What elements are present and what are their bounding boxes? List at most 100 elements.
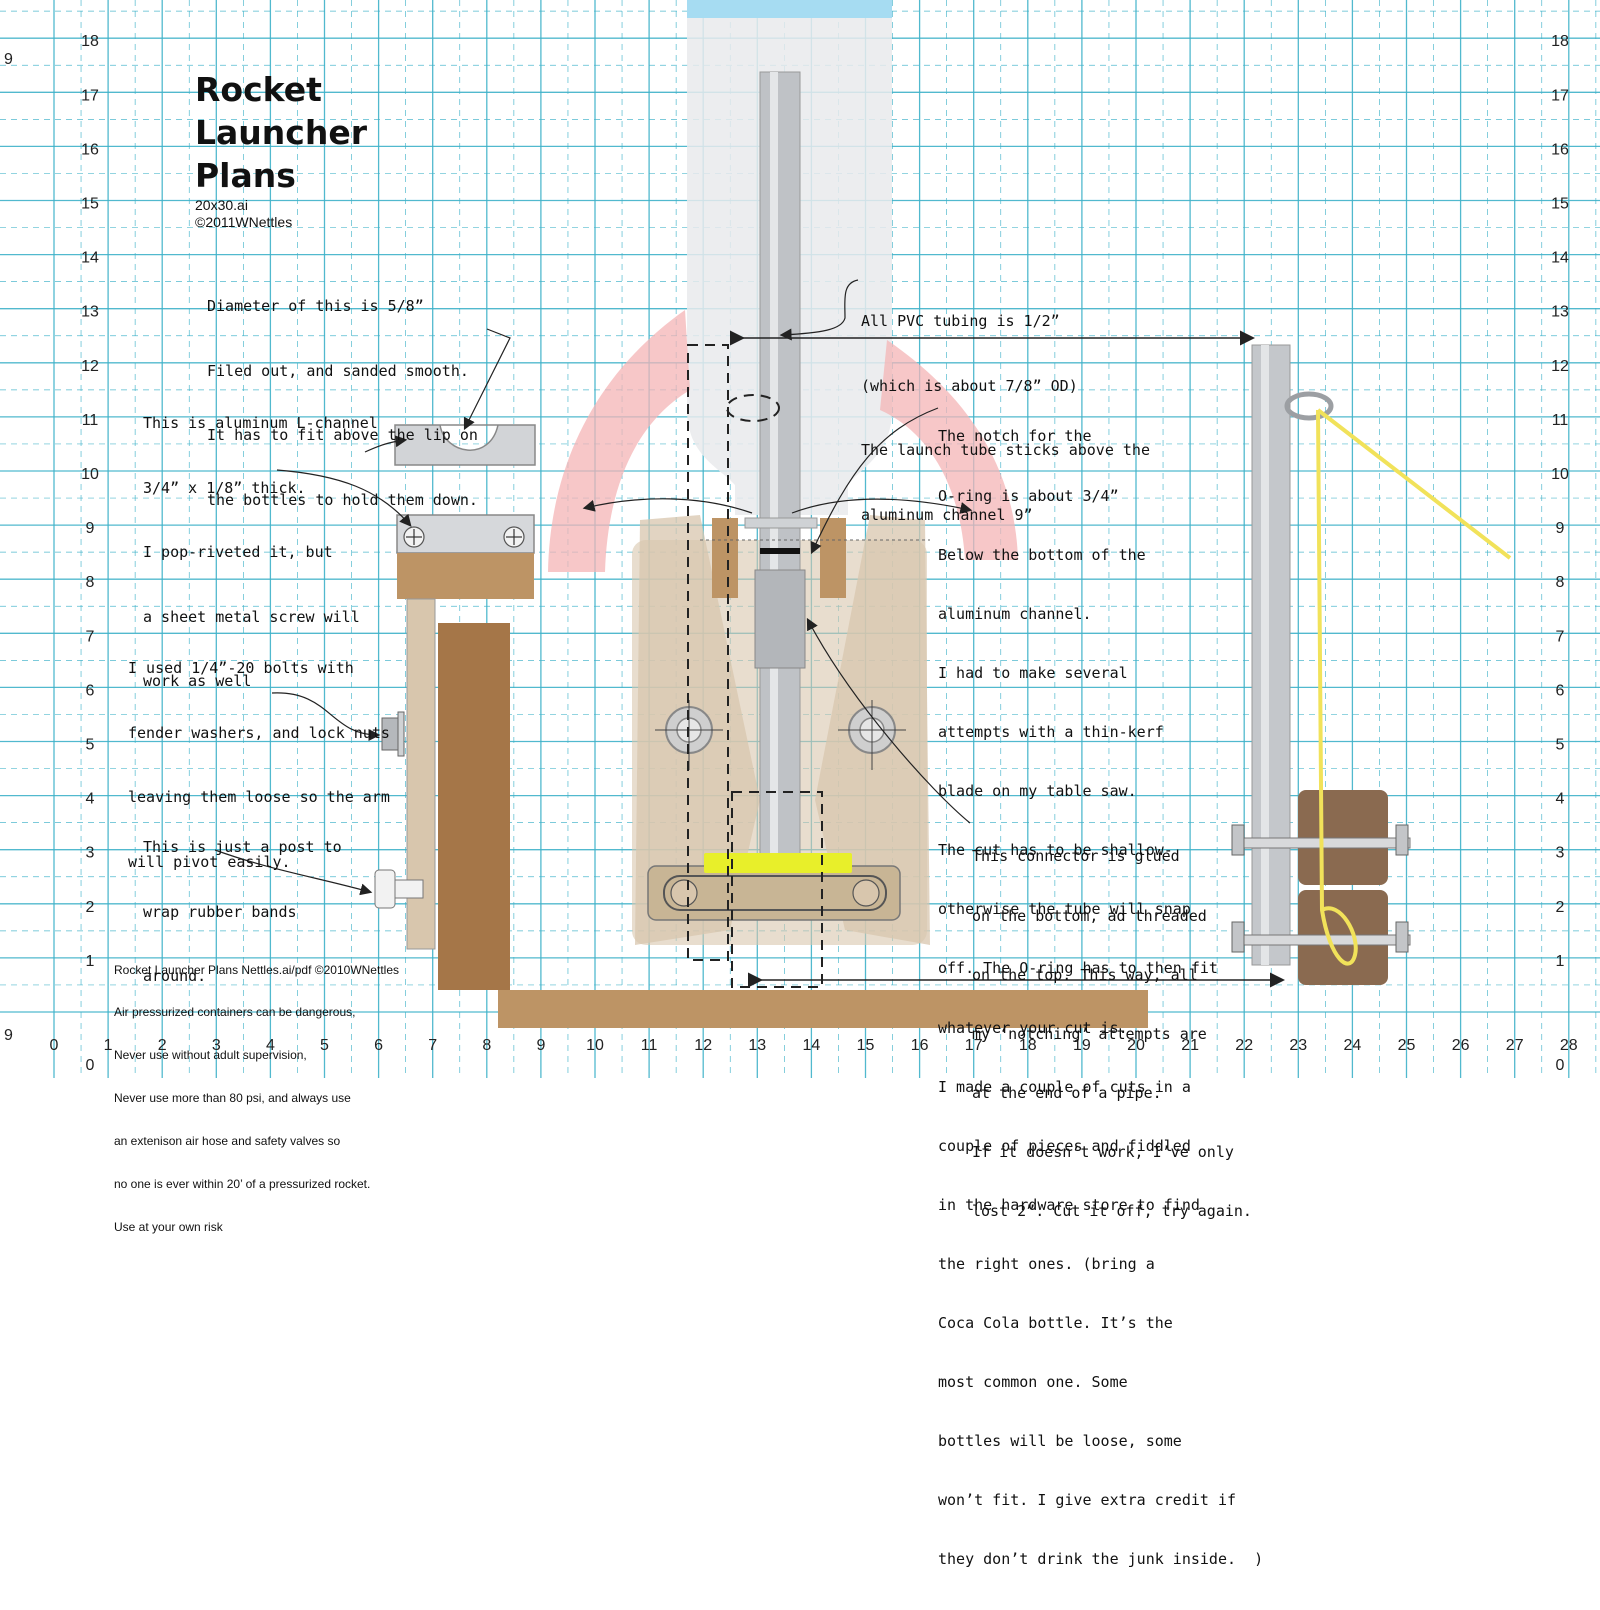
y-tick-label-left: 12 — [81, 358, 99, 375]
y-tick-label-right: 8 — [1556, 574, 1565, 591]
x-tick-label: 27 — [1506, 1037, 1524, 1054]
y-tick-label-left: 8 — [86, 574, 95, 591]
x-tick-label: 26 — [1452, 1037, 1470, 1054]
rivet-left — [403, 526, 425, 548]
launch-tube-highlight — [770, 72, 778, 872]
aluminum-channel-top — [744, 517, 818, 529]
y-tick-label-left: 13 — [81, 304, 99, 321]
y-tick-label-left: 17 — [81, 87, 99, 104]
corner-label-right: 0 — [1556, 1057, 1565, 1074]
copyright: ©2011WNettles — [195, 214, 293, 230]
x-tick-label: 8 — [482, 1037, 491, 1054]
file-name: 20x30.ai — [195, 197, 248, 213]
note-diameter: Diameter of this is 5/8” Filed out, and … — [207, 297, 478, 509]
title-line-3: Plans — [195, 156, 296, 195]
safety-warning: Rocket Launcher Plans Nettles.ai/pdf ©20… — [114, 962, 399, 1234]
pull-ring — [1284, 391, 1334, 421]
x-tick-label: 10 — [586, 1037, 604, 1054]
x-tick-label: 11 — [641, 1037, 658, 1054]
base-board — [498, 990, 1148, 1028]
rivet-right — [503, 526, 525, 548]
y-tick-label-left: 16 — [81, 141, 99, 158]
note-post: This is just a post to wrap rubber bands… — [143, 838, 342, 985]
x-tick-label: 23 — [1289, 1037, 1307, 1054]
trigger-yellow-bar — [704, 853, 852, 873]
corner-label-left: 0 — [86, 1057, 95, 1074]
x-tick-label: 0 — [50, 1037, 59, 1054]
y-tick-label-left: 5 — [86, 737, 95, 754]
pull-string — [1316, 408, 1512, 966]
y-tick-label-left: 1 — [86, 953, 95, 970]
arm-top-wood-block — [397, 553, 534, 599]
note-pvc: All PVC tubing is 1/2” (which is about 7… — [861, 312, 1150, 524]
x-tick-label: 7 — [428, 1037, 437, 1054]
y-tick-label-right: 7 — [1556, 628, 1565, 645]
launch-tube — [759, 71, 801, 873]
y-tick-label-right: 1 — [1556, 953, 1565, 970]
x-tick-label: 21 — [1181, 1037, 1199, 1054]
y-tick-label-right: 14 — [1551, 250, 1569, 267]
note-bolts: I used 1/4”-20 bolts with fender washers… — [128, 659, 390, 871]
x-tick-label: 5 — [320, 1037, 329, 1054]
notched-hold-down-bar — [394, 424, 536, 466]
x-tick-label: 13 — [748, 1037, 766, 1054]
left-wood-block — [712, 518, 738, 598]
y-tick-label-left: 10 — [81, 466, 99, 483]
x-tick-label: 19 — [1073, 1037, 1091, 1054]
y-tick-label-right: 6 — [1556, 682, 1565, 699]
x-tick-label: 3 — [212, 1037, 221, 1054]
note-l-channel: This is aluminum L-channel 3/4” x 1/8” t… — [143, 414, 378, 690]
x-tick-label: 20 — [1127, 1037, 1145, 1054]
y-tick-label-right: 5 — [1556, 737, 1565, 754]
o-ring — [760, 548, 800, 554]
y-tick-label-left: 6 — [86, 682, 95, 699]
y-tick-label-right: 12 — [1551, 358, 1569, 375]
edge-glyph-bottom: 9 — [4, 1027, 13, 1044]
x-tick-label: 12 — [694, 1037, 712, 1054]
edge-glyph-top: 9 — [4, 51, 13, 68]
right-arm-arc — [880, 340, 1018, 560]
y-tick-label-left: 14 — [81, 250, 99, 267]
y-tick-label-left: 18 — [81, 33, 99, 50]
tube-connector — [754, 569, 806, 669]
y-tick-label-left: 9 — [86, 520, 95, 537]
launcher-drawing — [214, 0, 1512, 1028]
x-tick-label: 25 — [1398, 1037, 1416, 1054]
title-block: Rocket Launcher Plans 20x30.ai ©2011WNet… — [195, 68, 367, 231]
y-tick-label-right: 2 — [1556, 899, 1565, 916]
x-tick-label: 22 — [1235, 1037, 1253, 1054]
x-tick-label: 4 — [266, 1037, 275, 1054]
y-tick-label-left: 11 — [82, 412, 99, 429]
x-tick-label: 17 — [965, 1037, 983, 1054]
y-tick-label-left: 15 — [81, 196, 99, 213]
right-wood-block — [820, 518, 846, 598]
bottle-cap — [687, 0, 892, 18]
y-tick-label-right: 18 — [1551, 33, 1569, 50]
x-tick-label: 16 — [911, 1037, 929, 1054]
y-tick-label-right: 3 — [1556, 845, 1565, 862]
x-tick-label: 1 — [104, 1037, 113, 1054]
y-tick-label-right: 15 — [1551, 196, 1569, 213]
y-tick-label-right: 4 — [1556, 791, 1565, 808]
y-tick-label-right: 9 — [1556, 520, 1565, 537]
x-tick-label: 14 — [803, 1037, 821, 1054]
y-tick-label-left: 2 — [86, 899, 95, 916]
note-connector: This connector is glued on the bottom, a… — [972, 847, 1252, 1221]
trigger-slot — [663, 875, 887, 911]
y-tick-label-right: 16 — [1551, 141, 1569, 158]
title-line-1: Rocket — [195, 70, 322, 109]
left-post-wood — [438, 623, 510, 990]
title-line-2: Launcher — [195, 113, 367, 152]
x-tick-label: 18 — [1019, 1037, 1037, 1054]
y-tick-label-right: 17 — [1551, 87, 1569, 104]
x-tick-label: 2 — [158, 1037, 167, 1054]
y-tick-label-right: 13 — [1551, 304, 1569, 321]
x-tick-label: 24 — [1344, 1037, 1362, 1054]
side-pipe — [1251, 344, 1291, 966]
x-tick-label: 6 — [374, 1037, 383, 1054]
y-tick-label-right: 10 — [1551, 466, 1569, 483]
y-tick-label-left: 7 — [86, 628, 95, 645]
x-tick-label: 28 — [1560, 1037, 1578, 1054]
x-tick-label: 15 — [857, 1037, 875, 1054]
